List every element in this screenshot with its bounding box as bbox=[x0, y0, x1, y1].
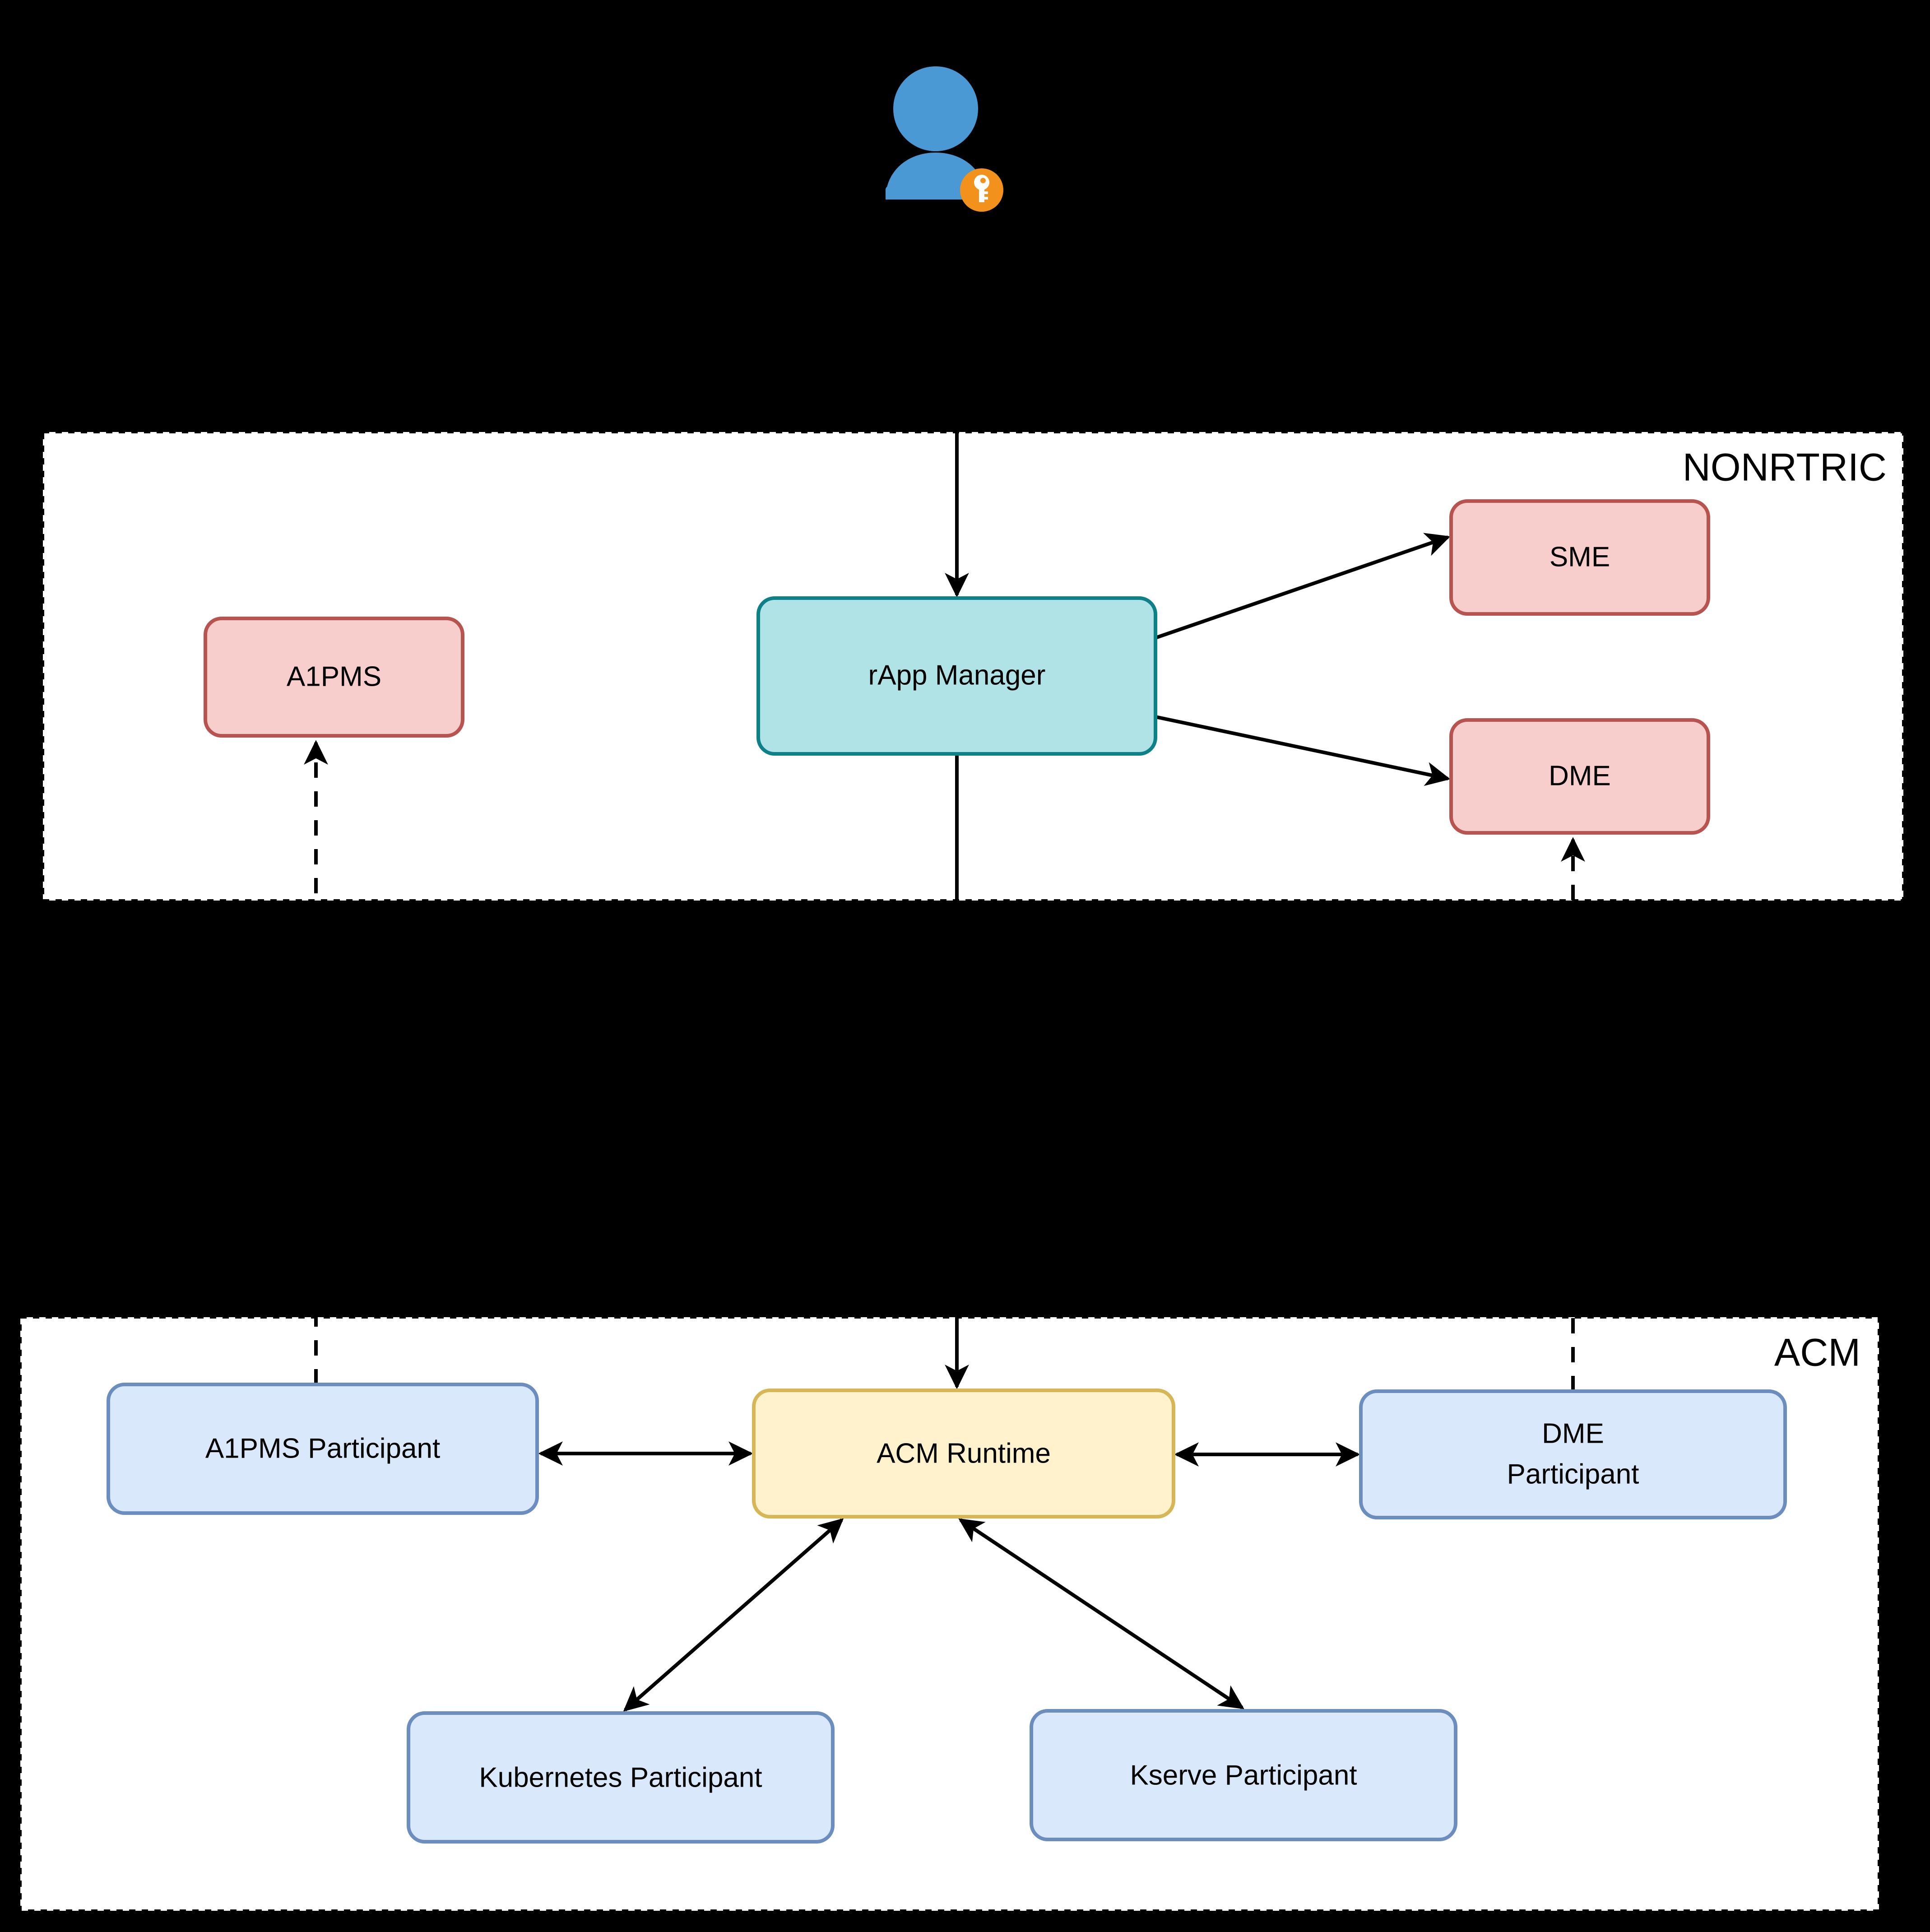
node-dme[interactable]: DME bbox=[1449, 718, 1710, 835]
node-dme-label: DME bbox=[1549, 760, 1611, 791]
node-sme[interactable]: SME bbox=[1449, 499, 1710, 616]
panel-acm-label: ACM bbox=[1774, 1331, 1860, 1375]
edge-rapp-manager-to-dme bbox=[1155, 715, 1451, 786]
node-a1pms-label: A1PMS bbox=[287, 661, 381, 692]
user-with-key-icon bbox=[886, 66, 1003, 212]
node-dme-participant-label-line1: DME bbox=[1542, 1418, 1604, 1449]
edge-rapp-manager-to-sme bbox=[1155, 533, 1451, 640]
node-acm-runtime-label: ACM Runtime bbox=[877, 1438, 1051, 1469]
edge-acm-runtime-to-kserve-participant bbox=[958, 1518, 1244, 1709]
node-a1pms-participant[interactable]: A1PMS Participant bbox=[107, 1383, 539, 1515]
node-a1pms[interactable]: A1PMS bbox=[204, 617, 464, 738]
node-sme-label: SME bbox=[1550, 541, 1610, 572]
node-rapp-manager[interactable]: rApp Manager bbox=[756, 596, 1157, 756]
node-acm-runtime[interactable]: ACM Runtime bbox=[752, 1389, 1175, 1519]
node-dme-participant[interactable]: DME Participant bbox=[1359, 1389, 1787, 1519]
edge-acm-runtime-to-kubernetes-participant bbox=[623, 1518, 844, 1712]
node-kubernetes-participant-label: Kubernetes Participant bbox=[479, 1762, 762, 1793]
node-dme-participant-label-line2: Participant bbox=[1507, 1458, 1639, 1490]
panel-nonrtric-label: NONRTRIC bbox=[1683, 446, 1887, 489]
node-rapp-manager-label: rApp Manager bbox=[868, 659, 1046, 691]
node-kubernetes-participant[interactable]: Kubernetes Participant bbox=[407, 1711, 835, 1844]
node-a1pms-participant-label: A1PMS Participant bbox=[205, 1433, 440, 1464]
node-kserve-participant-label: Kserve Participant bbox=[1130, 1760, 1357, 1791]
key-icon bbox=[974, 175, 989, 202]
node-kserve-participant[interactable]: Kserve Participant bbox=[1030, 1709, 1457, 1841]
